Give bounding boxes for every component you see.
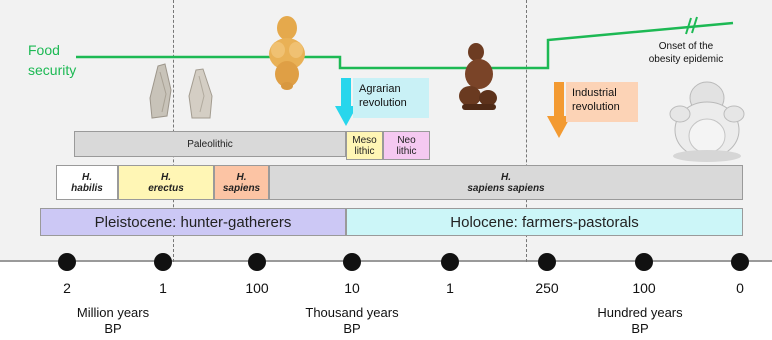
holocene-band: Holocene: farmers-pastorals (346, 208, 743, 236)
venus-figurine-icon (269, 16, 305, 90)
homo-sapiens-sapiens-band: H.sapiens sapiens (269, 165, 743, 200)
pleistocene-band: Pleistocene: hunter-gatherers (40, 208, 346, 236)
laughing-buddha-icon (670, 82, 744, 162)
food-security-label: Food security (28, 40, 76, 80)
axis-dot (441, 253, 459, 271)
homo-sapiens-band: H.sapiens (214, 165, 269, 200)
tick-label: 0 (710, 280, 770, 296)
industrial-revolution-callout: Industrial revolution (566, 82, 638, 122)
axis-break-icon (686, 17, 697, 34)
axis-dot (343, 253, 361, 271)
axis-dot (58, 253, 76, 271)
tick-label: 1 (133, 280, 193, 296)
homo-erectus-band: H.erectus (118, 165, 214, 200)
axis-dot (635, 253, 653, 271)
axis-dot (731, 253, 749, 271)
axis-dot (538, 253, 556, 271)
axis-dot (248, 253, 266, 271)
obesity-onset-label: Onset of the obesity epidemic (636, 40, 736, 66)
tick-label: 1 (420, 280, 480, 296)
stone-tools-icon (150, 64, 212, 118)
homo-habilis-band: H.habilis (56, 165, 118, 200)
tick-label: 2 (37, 280, 97, 296)
tick-label: 10 (322, 280, 382, 296)
tick-label: 100 (227, 280, 287, 296)
axis-dot (154, 253, 172, 271)
crouching-figure-icon (459, 43, 497, 110)
tick-label: 250 (517, 280, 577, 296)
food-security-line (76, 23, 733, 68)
agrarian-revolution-callout: Agrarian revolution (353, 78, 429, 118)
paleolithic-band: Paleolithic (74, 131, 346, 157)
tick-label: 100 (614, 280, 674, 296)
